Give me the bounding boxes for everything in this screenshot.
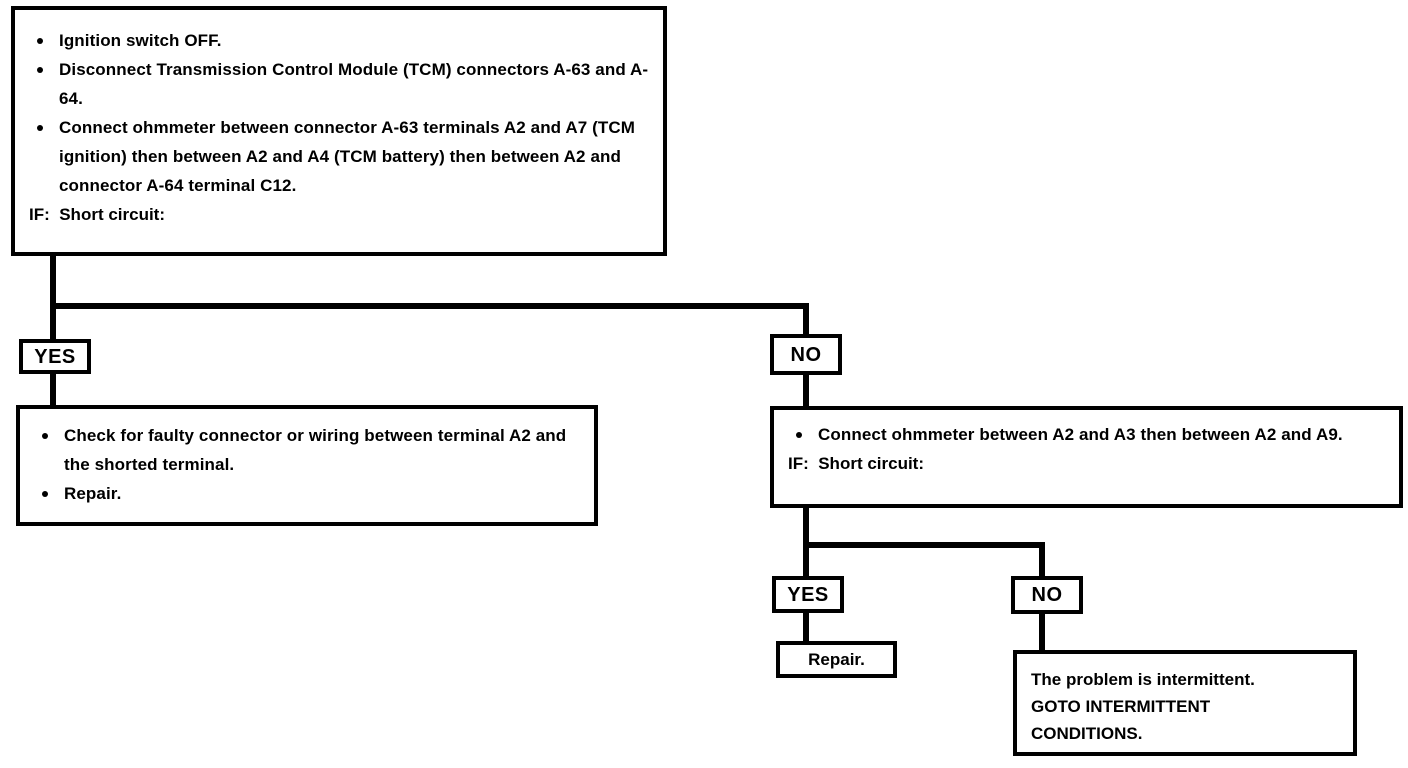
- list-item: Repair.: [34, 479, 594, 508]
- connector-no-to-result: [803, 370, 809, 410]
- repair-box-inner: Repair.: [780, 645, 893, 674]
- top-condition-text: IF: Short circuit:: [29, 205, 165, 224]
- yes-result-box: Check for faulty connector or wiring bet…: [16, 405, 598, 526]
- intermittent-content: The problem is intermittent. GOTO INTERM…: [1031, 666, 1351, 747]
- branch1-no-label: NO: [790, 343, 822, 366]
- no-result-content: Connect ohmmeter between A2 and A3 then …: [788, 420, 1388, 478]
- branch1-yes-label: YES: [34, 345, 76, 368]
- branch2-yes-tag: YES: [772, 576, 844, 613]
- branch2-yes-label: YES: [787, 583, 829, 606]
- top-instruction-content: Ignition switch OFF. Disconnect Transmis…: [29, 26, 659, 229]
- connector-branch2-no-to-intermittent: [1039, 610, 1045, 653]
- yes-result-bullet-list: Check for faulty connector or wiring bet…: [34, 421, 594, 508]
- intermittent-line-1: The problem is intermittent.: [1031, 670, 1255, 689]
- top-instruction-box: Ignition switch OFF. Disconnect Transmis…: [11, 6, 667, 256]
- list-item: Ignition switch OFF.: [29, 26, 659, 55]
- connector-branch2-yes-to-repair: [803, 610, 809, 644]
- branch2-no-tag: NO: [1011, 576, 1083, 614]
- branch1-no-tag: NO: [770, 334, 842, 375]
- yes-result-content: Check for faulty connector or wiring bet…: [34, 421, 594, 508]
- connector-branch1-no-stem: [803, 303, 809, 343]
- top-instruction-bullet-list: Ignition switch OFF. Disconnect Transmis…: [29, 26, 659, 200]
- connector-branch1-yes-stem: [50, 303, 56, 348]
- branch1-yes-tag: YES: [19, 339, 91, 374]
- goto-target-part-1: INTERMITTENT: [1085, 697, 1211, 716]
- connector-branch2-stem: [803, 508, 809, 548]
- connector-branch1-horizontal: [50, 303, 809, 309]
- list-item: Connect ohmmeter between A2 and A3 then …: [788, 420, 1388, 449]
- intermittent-line-2: GOTO INTERMITTENT: [1031, 693, 1351, 720]
- no-result-bullet-list: Connect ohmmeter between A2 and A3 then …: [788, 420, 1388, 449]
- repair-box: Repair.: [776, 641, 897, 678]
- no-result-condition-text: IF: Short circuit:: [788, 454, 924, 473]
- connector-top-stem: [50, 256, 56, 308]
- no-result-box: Connect ohmmeter between A2 and A3 then …: [770, 406, 1403, 508]
- list-item: Connect ohmmeter between connector A-63 …: [29, 113, 659, 200]
- goto-target-part-2: CONDITIONS.: [1031, 724, 1143, 743]
- repair-box-label: Repair.: [808, 650, 865, 669]
- connector-branch2-yes-stem: [803, 542, 809, 580]
- connector-branch2-no-stem: [1039, 542, 1045, 580]
- goto-prefix: GOTO: [1031, 697, 1086, 716]
- connector-yes-to-result: [50, 370, 56, 408]
- list-item: Disconnect Transmission Control Module (…: [29, 55, 659, 113]
- list-item: Check for faulty connector or wiring bet…: [34, 421, 594, 479]
- connector-branch2-horizontal: [803, 542, 1045, 548]
- branch2-no-label: NO: [1031, 584, 1063, 606]
- intermittent-conditions-box: The problem is intermittent. GOTO INTERM…: [1013, 650, 1357, 756]
